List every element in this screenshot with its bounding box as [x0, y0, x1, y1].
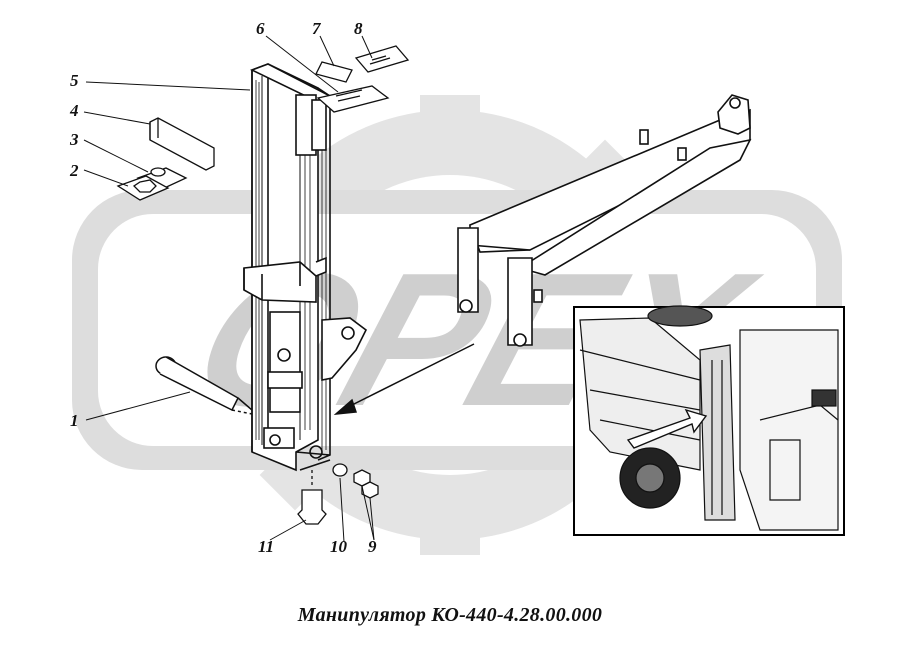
boom-arm	[457, 94, 752, 347]
callout-9: 9	[368, 537, 377, 556]
diagram-caption: Манипулятор КО-440-4.28.00.000	[297, 604, 603, 626]
callout-4: 4	[69, 101, 79, 120]
inset-truck-illustration	[573, 305, 845, 536]
callout-5: 5	[70, 71, 79, 90]
callout-8: 8	[354, 19, 363, 38]
fitting-11	[297, 489, 327, 525]
callout-6: 6	[256, 19, 265, 38]
inset-arrow	[626, 408, 708, 449]
callouts: 1 2 3 4 5 6 7 8 9 10 11	[69, 19, 377, 556]
washer-10	[332, 463, 348, 477]
callout-7: 7	[312, 19, 322, 38]
bolts-top	[315, 45, 410, 113]
fittings-bottom	[297, 463, 379, 525]
callout-2: 2	[69, 161, 79, 180]
callout-3: 3	[69, 130, 79, 149]
column-assembly	[243, 63, 368, 472]
pointer-arrow	[333, 343, 475, 415]
nut-9b	[361, 481, 379, 499]
callout-1: 1	[70, 411, 79, 430]
leader-lines	[83, 35, 375, 543]
callout-10: 10	[330, 537, 348, 556]
pin-part-1	[155, 356, 253, 415]
small-parts-left	[116, 117, 215, 201]
callout-11: 11	[258, 537, 274, 556]
